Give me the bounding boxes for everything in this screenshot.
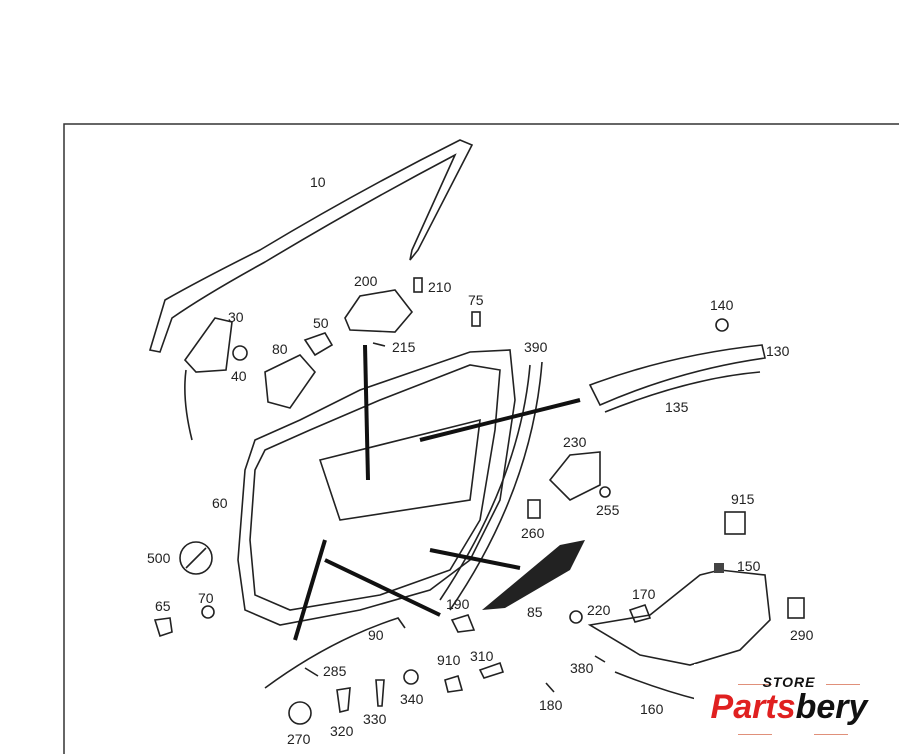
part-label: 40	[231, 368, 247, 384]
logo-rule	[826, 684, 860, 685]
cap-140	[715, 318, 729, 332]
part-label: 90	[368, 627, 384, 643]
part-label: 200	[354, 273, 378, 289]
bracket-290	[787, 597, 805, 619]
cable-90	[264, 617, 406, 689]
inner-handle-200	[344, 289, 414, 333]
leader-line	[429, 548, 521, 570]
part-label: 135	[665, 399, 689, 415]
screw-215	[372, 342, 386, 347]
lower-trim-160	[587, 569, 771, 666]
logo-brand-black: bery	[795, 688, 868, 726]
o-ring-270	[288, 701, 312, 725]
part-label: 70	[198, 590, 214, 606]
part-label: 130	[766, 343, 790, 359]
diagram-frame	[63, 123, 899, 754]
part-label: 75	[468, 292, 484, 308]
leader-line	[293, 539, 327, 641]
window-frame-trim	[148, 139, 474, 353]
cap-40	[232, 345, 248, 361]
door-panel-inner	[249, 364, 501, 611]
clip-320	[336, 687, 351, 713]
mirror-trim	[183, 317, 233, 441]
handle-bezel	[264, 354, 317, 409]
pad-915	[724, 511, 746, 535]
clip-50	[303, 332, 334, 357]
part-label: 150	[737, 558, 761, 574]
part-label: 180	[539, 697, 563, 713]
part-label: 190	[446, 596, 470, 612]
clip-65	[153, 617, 173, 638]
screw-285	[304, 667, 319, 677]
wrench-icon	[185, 547, 207, 569]
clip-170	[628, 603, 652, 623]
logo-brand-red: Parts	[710, 688, 796, 726]
part-label: 500	[147, 550, 171, 566]
part-label: 285	[323, 663, 347, 679]
trim-strip-135	[604, 371, 761, 413]
bolt-330	[375, 679, 385, 707]
screw-255	[599, 486, 611, 498]
part-label: 220	[587, 602, 611, 618]
part-label: 160	[640, 701, 664, 717]
speaker-grille-85	[482, 540, 585, 610]
part-label: 170	[632, 586, 656, 602]
speaker-230	[548, 451, 601, 501]
part-label: 255	[596, 502, 620, 518]
trim-strip-130	[588, 344, 766, 407]
partsbery-store-logo: STORE Partsbery	[694, 664, 884, 750]
leader-line	[324, 558, 441, 617]
part-label: 320	[330, 723, 354, 739]
part-label: 915	[731, 491, 755, 507]
part-label: 230	[563, 434, 587, 450]
grommet-340	[403, 669, 419, 685]
switch-310	[478, 661, 505, 679]
clip-150	[714, 563, 724, 573]
part-label: 60	[212, 495, 228, 511]
door-seal-390	[439, 361, 543, 611]
trim-strip-160	[614, 671, 701, 701]
part-label: 215	[392, 339, 416, 355]
part-label: 85	[527, 604, 543, 620]
wrench-symbol-500	[179, 541, 213, 575]
part-label: 380	[570, 660, 594, 676]
screw-210	[413, 277, 423, 293]
part-label: 260	[521, 525, 545, 541]
part-label: 210	[428, 279, 452, 295]
logo-store-text: STORE	[762, 674, 816, 690]
clip-70	[201, 605, 215, 619]
part-label: 50	[313, 315, 329, 331]
part-label: 10	[310, 174, 326, 190]
pad-910	[444, 674, 464, 693]
part-label: 390	[524, 339, 548, 355]
clip-75	[471, 311, 481, 327]
part-label: 310	[470, 648, 494, 664]
logo-brand: Partsbery	[694, 688, 884, 727]
screw-380	[594, 655, 606, 663]
part-label: 65	[155, 598, 171, 614]
clip-190	[450, 614, 476, 633]
part-label: 910	[437, 652, 461, 668]
logo-rule	[738, 734, 772, 735]
cap-220	[569, 610, 583, 624]
part-label: 30	[228, 309, 244, 325]
leader-line	[419, 398, 581, 442]
part-label: 270	[287, 731, 311, 747]
clip-260	[527, 499, 541, 519]
part-label: 140	[710, 297, 734, 313]
screw-180	[545, 682, 555, 693]
part-label: 80	[272, 341, 288, 357]
logo-rule	[738, 684, 772, 685]
part-label: 340	[400, 691, 424, 707]
armrest	[318, 418, 481, 521]
part-label: 330	[363, 711, 387, 727]
part-label: 290	[790, 627, 814, 643]
leader-line	[363, 344, 370, 481]
logo-rule	[814, 734, 848, 735]
